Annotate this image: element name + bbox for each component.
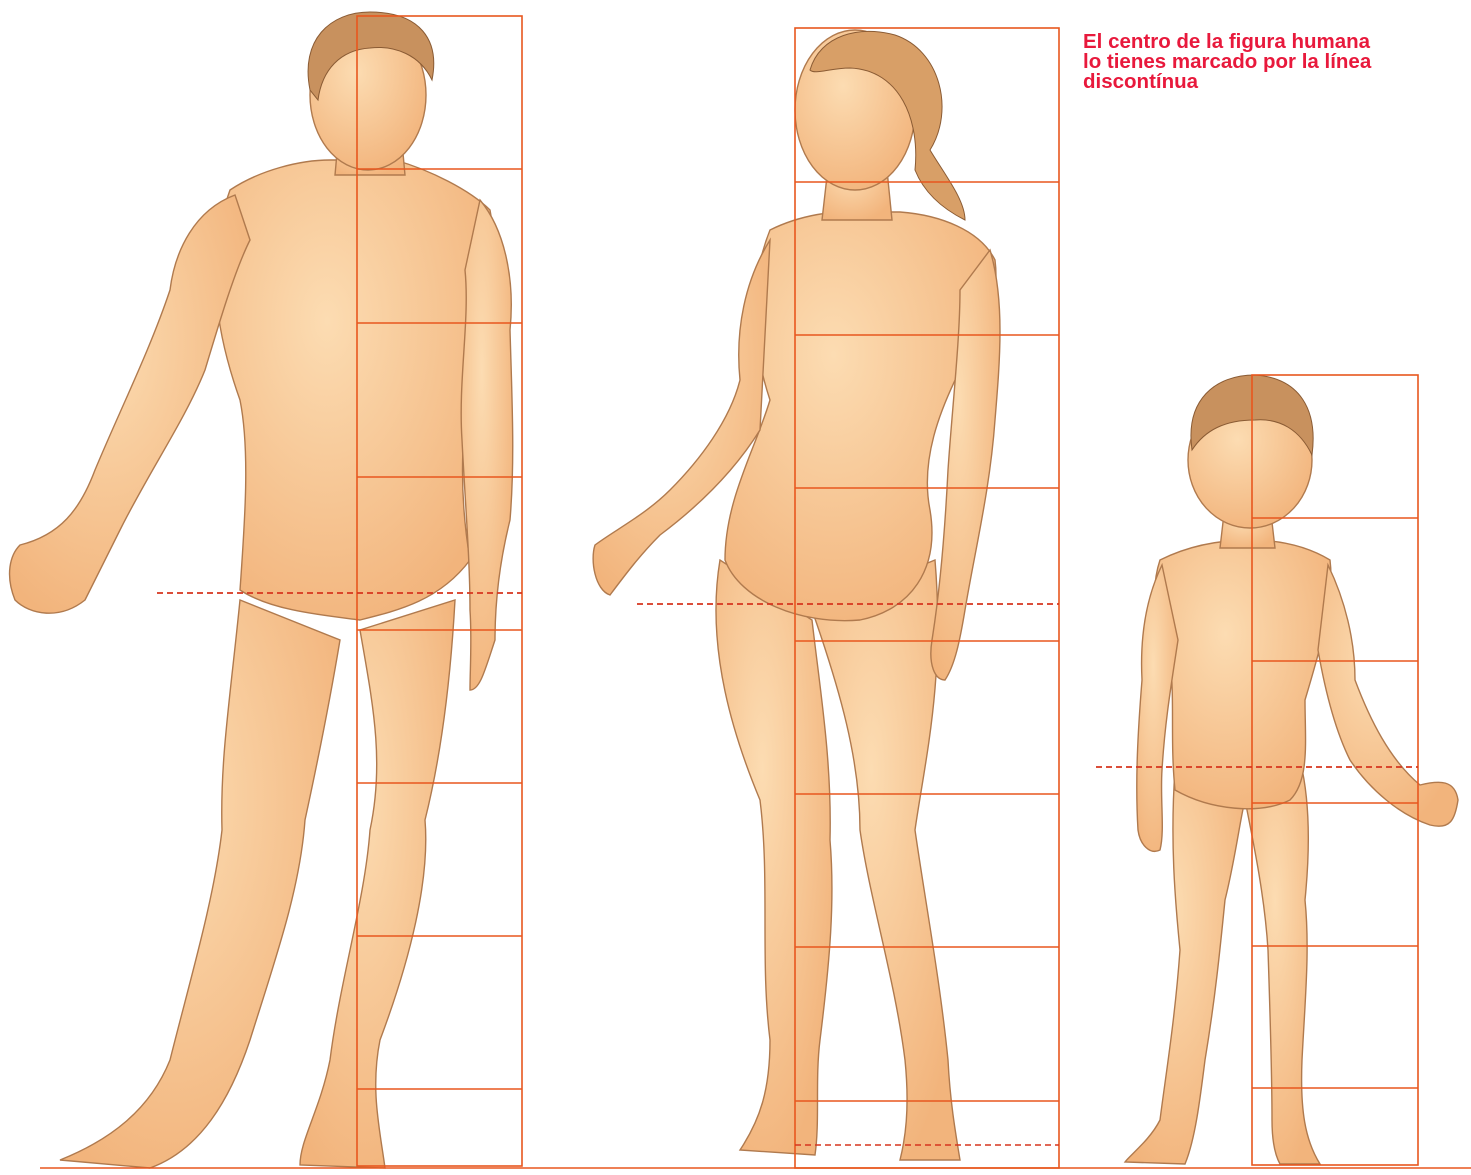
caption-line: lo tienes marcado por la línea (1083, 52, 1463, 72)
woman-left-leg (716, 560, 832, 1155)
caption-line: discontínua (1083, 72, 1463, 92)
child-right-leg (1245, 760, 1320, 1164)
man-right-arm (461, 200, 513, 690)
caption-line: El centro de la figura humana (1083, 32, 1463, 52)
caption-note: El centro de la figura humana lo tienes … (1083, 32, 1463, 92)
man-left-leg (60, 600, 340, 1168)
child-right-arm (1318, 565, 1458, 826)
man-figure (10, 20, 513, 1168)
man-left-arm (10, 195, 250, 613)
child-figure (1125, 392, 1458, 1164)
child-torso (1155, 540, 1331, 809)
man-torso (216, 160, 494, 620)
